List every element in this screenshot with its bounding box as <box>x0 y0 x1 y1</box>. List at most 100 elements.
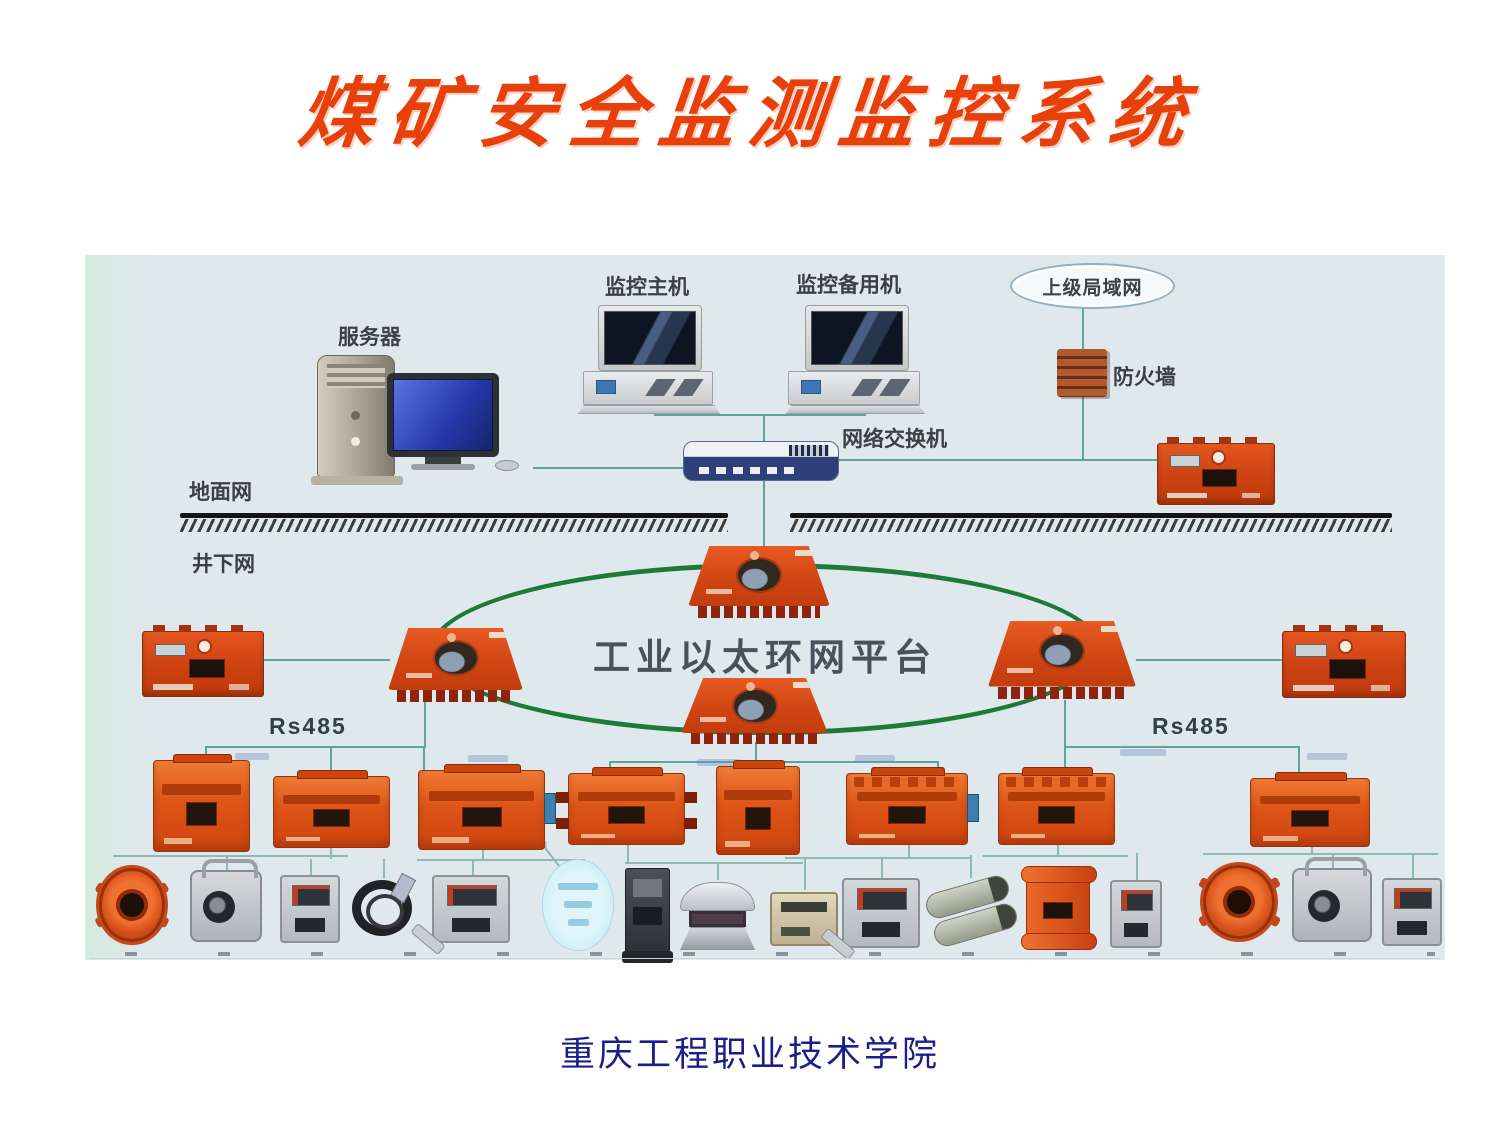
wire <box>1412 853 1414 878</box>
ring-switch-right-icon <box>988 621 1136 699</box>
server-label: 服务器 <box>338 326 401 349</box>
wire <box>763 414 765 443</box>
wire <box>482 850 484 859</box>
wire <box>717 862 719 880</box>
wire <box>763 481 765 547</box>
detail <box>998 686 1126 699</box>
detail <box>1008 792 1105 801</box>
wire <box>908 845 910 857</box>
detail <box>1262 835 1299 841</box>
screen <box>313 809 350 828</box>
detail <box>283 795 380 804</box>
wire <box>1136 659 1284 661</box>
server-tower-icon <box>317 355 395 477</box>
rs485-left-label: Rs485 <box>269 713 347 739</box>
rs485-right-label: Rs485 <box>1152 713 1230 739</box>
wire <box>1203 853 1438 855</box>
connector <box>684 792 697 804</box>
detail <box>199 640 211 652</box>
wire <box>983 855 1128 857</box>
substation-device-icon <box>998 767 1115 845</box>
screen <box>1043 901 1073 919</box>
screen <box>1291 809 1329 828</box>
detail <box>429 791 534 801</box>
detail <box>706 589 733 595</box>
camera-sensor-icon <box>190 859 262 942</box>
screen <box>1169 454 1200 467</box>
detail <box>1260 796 1360 805</box>
detail <box>733 690 776 723</box>
detail <box>700 717 727 723</box>
wire <box>1064 746 1066 775</box>
detail <box>697 606 821 618</box>
screen <box>887 806 927 825</box>
ring-switch-left-icon <box>388 628 523 702</box>
connector <box>544 792 556 825</box>
wire <box>654 414 866 416</box>
faint-label <box>564 901 592 908</box>
detail <box>411 464 475 470</box>
detail <box>1007 668 1034 674</box>
screen <box>393 379 493 451</box>
faint-label <box>468 755 508 762</box>
monitor-backup-base <box>788 371 920 405</box>
upper-lan-label: 上级局域网 <box>1042 277 1143 299</box>
detail <box>397 690 514 702</box>
detail <box>723 789 793 801</box>
screen <box>1295 643 1327 657</box>
server-monitor-icon <box>387 373 499 457</box>
detail <box>792 681 815 688</box>
detail <box>152 625 254 632</box>
detail <box>1292 684 1335 691</box>
detail <box>388 628 523 691</box>
wire <box>804 857 806 890</box>
ring-station-right-icon <box>1282 625 1406 698</box>
monitor-backup-label: 监控备用机 <box>796 274 901 297</box>
detail <box>988 621 1136 687</box>
wire <box>263 659 390 661</box>
wire <box>881 857 883 878</box>
detail <box>99 868 165 942</box>
wire <box>970 855 972 878</box>
detail <box>434 641 477 674</box>
wire <box>472 859 474 875</box>
detail <box>750 550 760 560</box>
detail <box>859 833 895 839</box>
screen <box>811 311 903 365</box>
faint-label <box>697 759 741 766</box>
detail <box>1241 492 1261 498</box>
detail <box>1053 626 1063 636</box>
panel-sensor-icon <box>1382 878 1442 946</box>
network-switch-icon <box>683 441 839 481</box>
surface-substation-device-icon <box>1157 437 1275 505</box>
wire <box>837 459 1159 461</box>
rs485-device-note-bubble <box>543 860 613 950</box>
ground-line-right <box>790 513 1392 533</box>
wire <box>1064 746 1300 748</box>
round-sensor-icon <box>94 865 170 945</box>
wire <box>330 848 332 859</box>
monitor-host-base <box>583 371 713 405</box>
detail <box>285 836 320 842</box>
detail <box>1292 625 1396 632</box>
detail <box>488 632 511 639</box>
baseline <box>90 958 1440 959</box>
detail <box>229 683 249 690</box>
detail <box>673 379 704 396</box>
barrel-sensor-icon <box>1021 866 1097 950</box>
screen <box>1329 659 1366 679</box>
detail <box>161 784 242 796</box>
detail <box>644 379 676 396</box>
detail <box>152 683 194 690</box>
ring-switch-top-icon <box>688 546 830 618</box>
detail <box>578 792 675 801</box>
wire <box>383 859 385 878</box>
detail <box>688 546 830 607</box>
ports <box>699 467 795 474</box>
detail <box>681 678 828 734</box>
detail <box>1212 452 1224 464</box>
wire <box>113 855 348 857</box>
substation-device-icon <box>716 760 800 855</box>
screen <box>186 802 217 826</box>
wire <box>625 862 803 864</box>
